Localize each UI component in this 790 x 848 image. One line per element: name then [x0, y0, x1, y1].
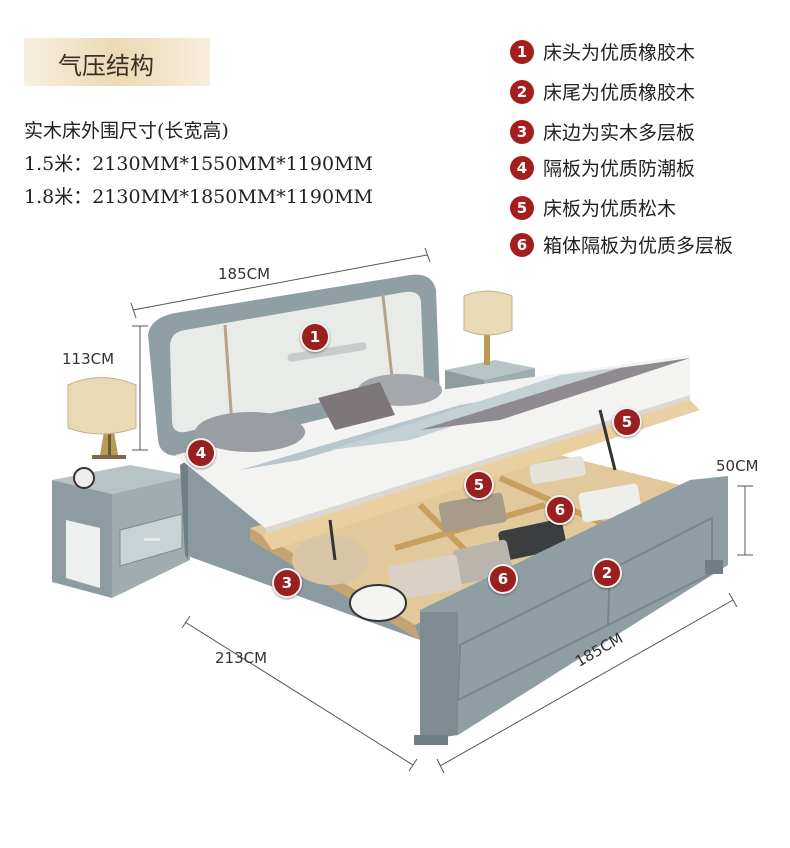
callout-badge-6b: 6 — [488, 564, 518, 594]
callout-badge-4: 4 — [186, 438, 216, 468]
size-1-5m: 1.5米：2130MM*1550MM*1190MM — [24, 153, 374, 175]
callout-badge-2: 2 — [592, 558, 622, 588]
section-title: 气压结构 — [58, 52, 154, 80]
feature-number-badge: 1 — [510, 39, 534, 64]
callout-badge-3: 3 — [272, 568, 302, 598]
feature-label: 床边为实木多层板 — [543, 122, 696, 144]
pillows — [195, 374, 442, 452]
callout-badge-6a: 6 — [545, 495, 575, 525]
feature-item-4: 4 隔板为优质防潮板 — [510, 154, 695, 180]
length-label: 213CM — [215, 649, 268, 667]
headboard-height-label: 113CM — [62, 350, 115, 368]
feature-item-5: 5 床板为优质松木 — [510, 194, 676, 220]
feature-number-badge: 2 — [510, 79, 534, 104]
headboard — [148, 274, 440, 456]
feature-number-badge: 5 — [510, 195, 534, 220]
feature-label: 床板为优质松木 — [543, 198, 677, 220]
feature-label: 隔板为优质防潮板 — [543, 158, 696, 180]
feature-number-badge: 6 — [510, 232, 534, 257]
right-lamp — [463, 290, 513, 365]
feature-label: 床尾为优质橡胶木 — [543, 82, 696, 104]
feature-number-badge: 4 — [510, 155, 534, 180]
alarm-clock-icon — [73, 467, 95, 489]
dimension-lines — [130, 247, 753, 774]
callout-badge-1: 1 — [300, 322, 330, 352]
size-1-8m: 1.8米：2130MM*1850MM*1190MM — [24, 186, 374, 208]
feature-item-6: 6 箱体隔板为优质多层板 — [510, 231, 733, 257]
feature-item-1: 1 床头为优质橡胶木 — [510, 38, 695, 64]
footboard — [414, 476, 728, 745]
callout-badge-5b: 5 — [464, 470, 494, 500]
footboard-height-label: 50CM — [716, 457, 759, 475]
feature-label: 箱体隔板为优质多层板 — [543, 235, 734, 257]
section-title-box: 气压结构 — [24, 38, 210, 86]
dimensions-heading: 实木床外围尺寸(长宽高) — [24, 120, 229, 142]
left-lamp — [67, 377, 137, 459]
callout-badge-5a: 5 — [612, 407, 642, 437]
feature-item-2: 2 床尾为优质橡胶木 — [510, 78, 695, 104]
feature-item-3: 3 床边为实木多层板 — [510, 118, 695, 144]
left-nightstand — [52, 465, 190, 598]
width-top-label: 185CM — [218, 265, 271, 283]
feature-number-badge: 3 — [510, 119, 534, 144]
feature-label: 床头为优质橡胶木 — [543, 42, 696, 64]
